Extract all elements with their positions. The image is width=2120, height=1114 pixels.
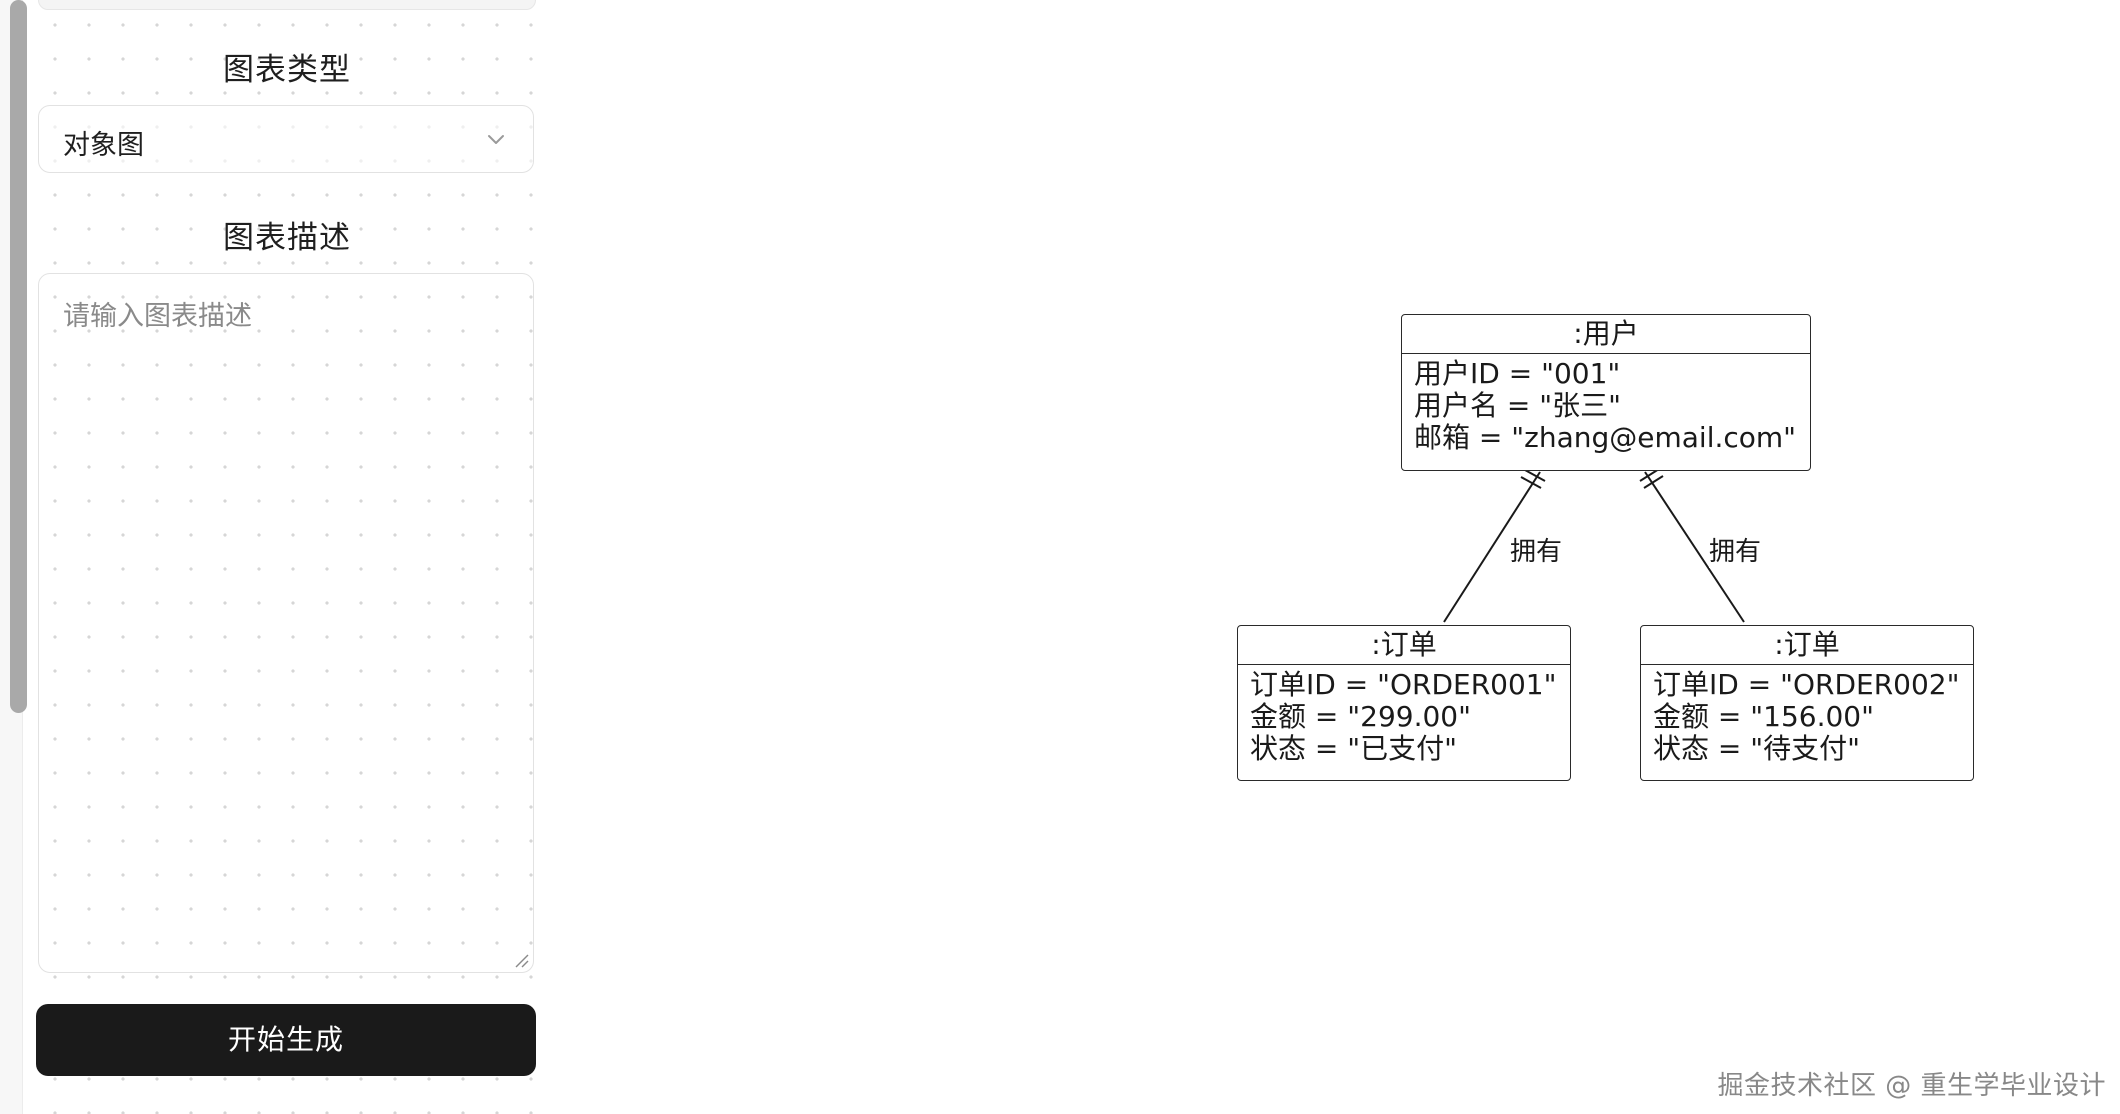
chart-description-heading: 图表描述 bbox=[223, 220, 351, 256]
object-order2-attr-id: 订单ID = "ORDER002" bbox=[1653, 668, 1960, 701]
object-user-box[interactable]: :用户 用户ID = "001" 用户名 = "张三" 邮箱 = "zhang@… bbox=[1401, 314, 1811, 471]
object-user-attr-id: 用户ID = "001" bbox=[1414, 357, 1621, 390]
object-order2-attr-amount: 金额 = "156.00" bbox=[1653, 700, 1874, 733]
watermark-text: 掘金技术社区 @ 重生学毕业设计 bbox=[1717, 1071, 2106, 1101]
diagram-canvas: :用户 用户ID = "001" 用户名 = "张三" 邮箱 = "zhang@… bbox=[560, 0, 2120, 1114]
object-order1-attr-status: 状态 = "已支付" bbox=[1250, 732, 1458, 765]
chart-type-selected-value: 对象图 bbox=[63, 130, 144, 161]
multiplicity-mark-right-1 bbox=[1639, 468, 1660, 482]
relation-label-right: 拥有 bbox=[1709, 531, 1762, 568]
association-line-left bbox=[1443, 471, 1541, 623]
object-order1-attr-id: 订单ID = "ORDER001" bbox=[1250, 668, 1557, 701]
resize-handle-icon[interactable] bbox=[513, 952, 529, 968]
association-line-right bbox=[1644, 471, 1745, 623]
object-order2-attributes: 订单ID = "ORDER002" 金额 = "156.00" 状态 = "待支… bbox=[1641, 665, 1973, 769]
object-user-attr-email: 邮箱 = "zhang@email.com" bbox=[1414, 421, 1797, 454]
multiplicity-mark-right-2 bbox=[1643, 475, 1664, 489]
object-order1-attr-amount: 金额 = "299.00" bbox=[1250, 700, 1471, 733]
chart-description-textarea[interactable]: 请输入图表描述 bbox=[38, 273, 534, 973]
object-order2-title: :订单 bbox=[1641, 626, 1973, 665]
diagram-connectors bbox=[1443, 468, 1745, 623]
chart-description-placeholder: 请输入图表描述 bbox=[63, 301, 252, 332]
chart-type-select[interactable]: 对象图 bbox=[38, 105, 534, 173]
object-order1-box[interactable]: :订单 订单ID = "ORDER001" 金额 = "299.00" 状态 =… bbox=[1237, 625, 1571, 781]
object-order2-attr-status: 状态 = "待支付" bbox=[1653, 732, 1861, 765]
multiplicity-mark-left-2 bbox=[1520, 476, 1542, 489]
object-user-attributes: 用户ID = "001" 用户名 = "张三" 邮箱 = "zhang@emai… bbox=[1402, 354, 1810, 458]
chart-type-heading: 图表类型 bbox=[223, 52, 351, 88]
multiplicity-mark-left-1 bbox=[1524, 469, 1546, 482]
sidebar-scrollbar-thumb[interactable] bbox=[10, 0, 27, 713]
sidebar-panel: 图表类型 对象图 图表描述 请输入图表描述 开始生成 bbox=[32, 0, 542, 1114]
object-order1-title: :订单 bbox=[1238, 626, 1570, 665]
generate-button[interactable]: 开始生成 bbox=[36, 1004, 536, 1076]
object-order1-attributes: 订单ID = "ORDER001" 金额 = "299.00" 状态 = "已支… bbox=[1238, 665, 1570, 769]
object-user-attr-name: 用户名 = "张三" bbox=[1414, 389, 1622, 422]
chevron-down-icon bbox=[488, 135, 504, 144]
sidebar-scrollbar-track[interactable] bbox=[0, 0, 27, 1114]
relation-label-left: 拥有 bbox=[1510, 531, 1563, 568]
object-user-title: :用户 bbox=[1402, 315, 1810, 354]
top-control-stub[interactable] bbox=[38, 0, 536, 10]
object-order2-box[interactable]: :订单 订单ID = "ORDER002" 金额 = "156.00" 状态 =… bbox=[1640, 625, 1974, 781]
